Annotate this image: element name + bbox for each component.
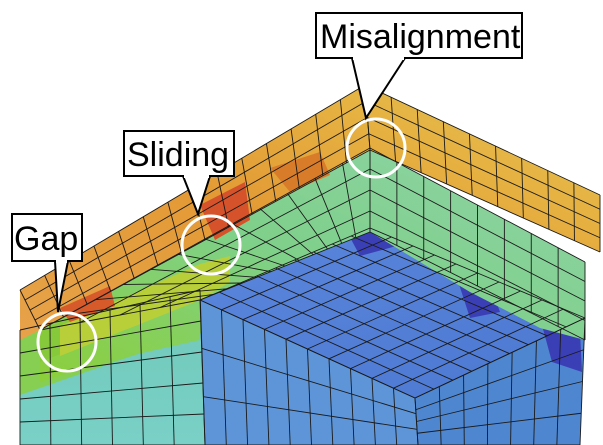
mesh-line bbox=[371, 378, 376, 445]
gap-pointer bbox=[54, 260, 69, 313]
gap-callout: Gap bbox=[11, 213, 83, 313]
mesh-line bbox=[393, 388, 398, 445]
mesh-line bbox=[414, 317, 586, 399]
mesh-line bbox=[199, 227, 371, 301]
mesh-line bbox=[119, 189, 371, 316]
mesh-line bbox=[203, 396, 418, 430]
mesh-line bbox=[49, 323, 52, 445]
mesh-line bbox=[371, 299, 543, 379]
misalignment-marker bbox=[345, 117, 407, 179]
mesh-line bbox=[285, 339, 291, 445]
mesh-line bbox=[285, 263, 457, 340]
mesh-line bbox=[364, 84, 601, 196]
mesh-line bbox=[199, 299, 416, 399]
mesh-line bbox=[350, 290, 521, 370]
mesh-line bbox=[416, 381, 583, 422]
mesh-line bbox=[139, 303, 144, 445]
mesh-line bbox=[221, 309, 227, 445]
mesh-line bbox=[79, 316, 83, 445]
mesh-line bbox=[19, 382, 204, 400]
mesh-line bbox=[369, 231, 586, 341]
mesh-line bbox=[201, 347, 417, 415]
inner-block-side bbox=[415, 318, 585, 445]
mesh-line bbox=[169, 296, 175, 445]
misalignment-pointer bbox=[351, 57, 406, 121]
mesh-line bbox=[264, 254, 435, 330]
mesh-line bbox=[307, 272, 478, 350]
mesh-line bbox=[369, 168, 586, 282]
mesh-line bbox=[417, 412, 582, 434]
sliding-box bbox=[123, 130, 235, 177]
mesh-line bbox=[366, 100, 601, 210]
gap-marker bbox=[36, 311, 98, 373]
mesh-line bbox=[19, 413, 205, 423]
sliding-callout: Sliding bbox=[123, 130, 235, 217]
outer-shell bbox=[20, 85, 600, 340]
mesh-line bbox=[79, 168, 371, 323]
misalignment-callout: Misalignment bbox=[315, 12, 523, 121]
mesh-line bbox=[368, 133, 601, 239]
misalignment-box bbox=[315, 12, 523, 59]
mesh-line bbox=[328, 358, 334, 445]
mesh-line bbox=[369, 147, 586, 263]
gap-label: Gap bbox=[14, 220, 78, 258]
mesh-line bbox=[369, 149, 601, 253]
mesh-line bbox=[19, 351, 203, 377]
mesh-line bbox=[199, 289, 206, 445]
mesh-line bbox=[264, 329, 270, 445]
inner-block-front bbox=[200, 300, 418, 445]
sliding-marker bbox=[180, 214, 242, 276]
mesh-line bbox=[415, 349, 584, 411]
mesh-line bbox=[369, 210, 586, 321]
mesh-line bbox=[367, 117, 601, 224]
mesh-line bbox=[19, 289, 201, 331]
middle-layer bbox=[40, 148, 585, 382]
inner-block-top bbox=[200, 228, 585, 398]
mesh-line bbox=[369, 189, 586, 302]
mesh-line bbox=[221, 236, 392, 311]
mesh-line bbox=[39, 147, 371, 331]
mesh-line bbox=[307, 348, 312, 445]
misalignment-label: Misalignment bbox=[320, 18, 521, 56]
mesh-line bbox=[393, 308, 564, 389]
mesh-line bbox=[19, 320, 202, 354]
mesh-line bbox=[34, 133, 369, 321]
mesh-lines bbox=[19, 84, 601, 445]
mesh-line bbox=[199, 231, 371, 301]
mesh-line bbox=[328, 281, 500, 360]
mesh-line bbox=[109, 309, 113, 445]
mesh-line bbox=[242, 319, 249, 445]
mesh-line bbox=[350, 368, 355, 445]
sliding-pointer bbox=[182, 175, 211, 217]
mesh-line bbox=[242, 245, 414, 321]
gap-box bbox=[11, 213, 83, 262]
sliding-label: Sliding bbox=[127, 136, 229, 174]
